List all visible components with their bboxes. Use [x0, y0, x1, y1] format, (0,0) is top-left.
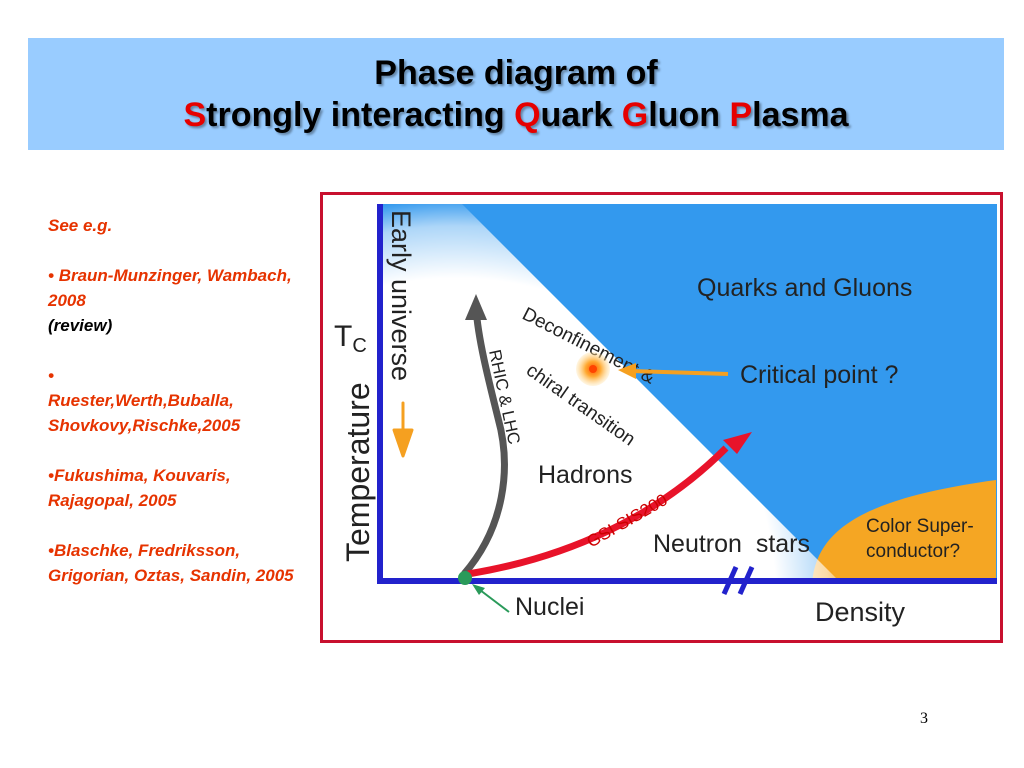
y-axis-label: Temperature	[340, 382, 376, 562]
reference-item: •Blaschke, Fredriksson, Grigorian, Oztas…	[48, 538, 313, 588]
x-axis-label: Density	[815, 597, 906, 627]
title-initial-q: Q	[514, 96, 541, 134]
reference-note: (review)	[48, 316, 113, 335]
gsi-arrowhead	[723, 432, 752, 454]
bullet: •	[48, 266, 59, 285]
reference-item: • Braun-Munzinger, Wambach, 2008	[48, 263, 313, 313]
reference-authors: Ruester,Werth,Buballa, Shovkovy,Rischke,…	[48, 391, 241, 435]
nuclei-marker	[458, 571, 472, 585]
title-banner: Phase diagram of Strongly interacting Qu…	[28, 38, 1004, 150]
critical-point-label: Critical point ?	[740, 361, 898, 389]
reference-authors: Fukushima, Kouvaris, Rajagopal, 2005	[48, 466, 231, 510]
title-word-gluon: luon	[648, 96, 730, 134]
title-word-plasma: lasma	[752, 96, 849, 134]
color-superconductor-region	[812, 480, 996, 584]
tc-subscript: C	[352, 335, 366, 357]
neutron-stars-label: Neutron stars	[653, 530, 810, 558]
phase-diagram-frame: Temperature TC Early universe RHIC & LHC…	[320, 192, 1003, 643]
critical-point-arrow	[631, 369, 729, 376]
rhic-lhc-arrow	[461, 307, 508, 577]
reference-authors: Blaschke, Fredriksson, Grigorian, Oztas,…	[48, 541, 294, 585]
color-superconductor-label-2: conductor?	[866, 541, 960, 562]
axis-break-mark	[737, 565, 755, 596]
critical-point-arrowhead	[618, 363, 636, 379]
quarks-gluons-label: Quarks and Gluons	[697, 274, 912, 302]
nuclei-label: Nuclei	[515, 593, 584, 621]
gsi-arrow	[467, 445, 729, 578]
title-word-quark: uark	[540, 96, 622, 134]
rhic-lhc-arrowhead	[465, 294, 487, 320]
hadrons-label: Hadrons	[538, 461, 633, 489]
bullet: •	[48, 541, 54, 560]
bullet: •	[48, 366, 54, 385]
early-universe-label: Early universe	[386, 210, 416, 381]
tc-main: T	[334, 320, 352, 353]
bullet: •	[48, 466, 54, 485]
nuclei-pointer-head	[472, 584, 485, 595]
title-initial-g: G	[621, 96, 649, 134]
title-word-strongly-interacting: trongly interacting	[206, 96, 515, 134]
reference-item: •Fukushima, Kouvaris, Rajagopal, 2005	[48, 463, 313, 513]
references-intro: See e.g.	[48, 216, 113, 235]
references-list: See e.g. • Braun-Munzinger, Wambach, 200…	[48, 213, 313, 588]
phase-diagram: Temperature TC Early universe RHIC & LHC…	[334, 198, 997, 627]
reference-authors: Braun-Munzinger, Wambach, 2008	[48, 266, 292, 310]
title-initial-p: P	[729, 96, 753, 134]
early-universe-arrow	[392, 401, 414, 458]
slide-title-line-2: Strongly interacting Quark Gluon Plasma	[28, 96, 1004, 135]
title-initial-s: S	[183, 96, 207, 134]
color-superconductor-label-1: Color Super-	[866, 516, 974, 537]
tc-label: TC	[334, 320, 367, 357]
slide-title-line-1: Phase diagram of	[374, 54, 658, 92]
nuclei-pointer	[479, 589, 510, 613]
axis-break-mark	[721, 565, 739, 596]
page-number: 3	[920, 710, 928, 727]
critical-point-marker	[589, 365, 597, 373]
